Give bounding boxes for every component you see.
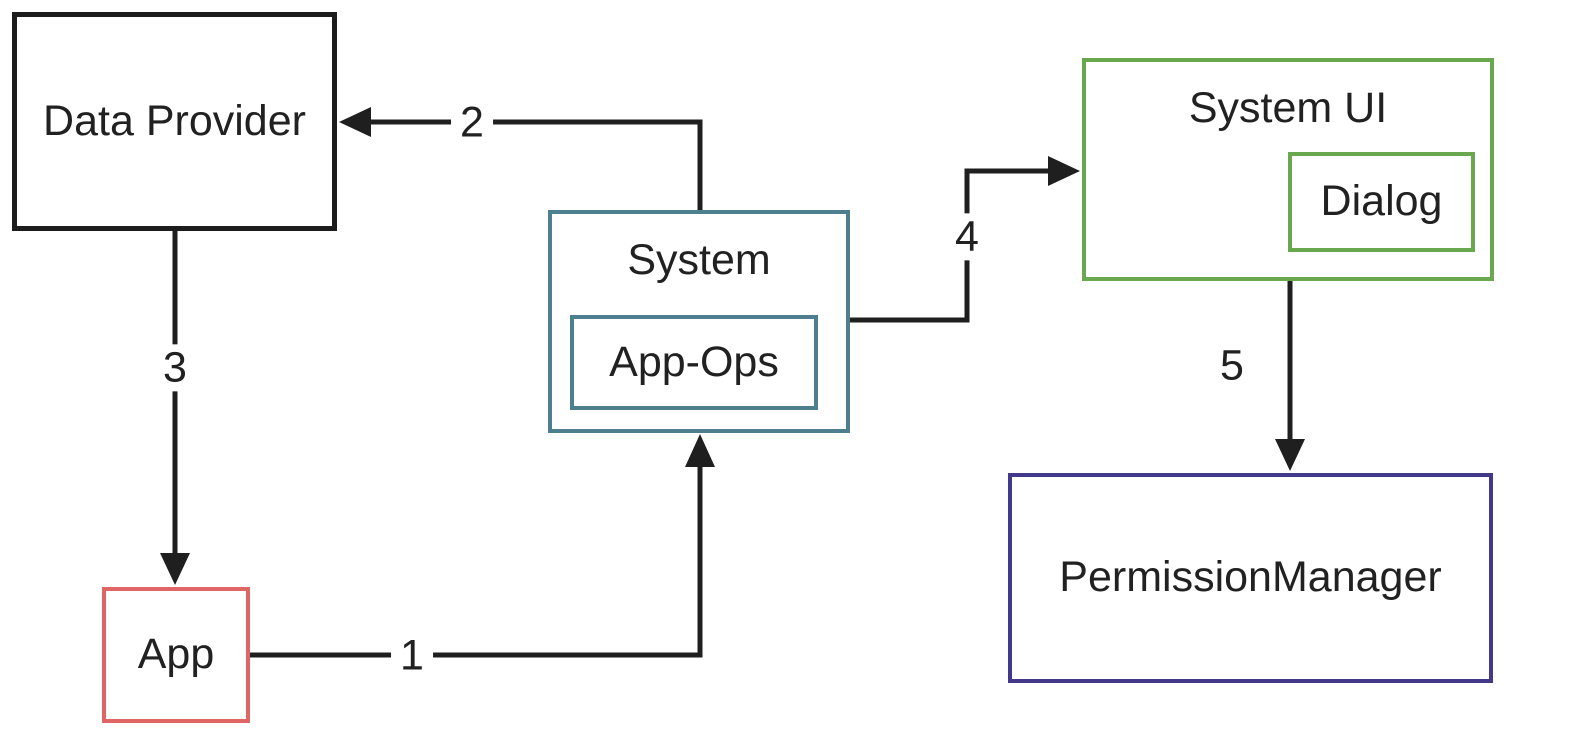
arrow-4-label: 4 bbox=[946, 213, 988, 261]
arrow-3-label: 3 bbox=[154, 344, 196, 392]
arrow-5-head-icon bbox=[1275, 439, 1305, 471]
arrow-2-head-icon bbox=[339, 107, 371, 137]
dialog-label: Dialog bbox=[1320, 177, 1443, 226]
permission-manager-label: PermissionManager bbox=[1059, 553, 1442, 602]
system-label: System bbox=[627, 236, 771, 284]
data-provider-label: Data Provider bbox=[43, 96, 306, 145]
app-node: App bbox=[102, 587, 250, 723]
system-ui-node: System UI Dialog bbox=[1082, 58, 1494, 281]
arrow-5-label: 5 bbox=[1211, 342, 1253, 390]
arrow-2-line bbox=[362, 119, 703, 212]
app-ops-label: App-Ops bbox=[609, 337, 779, 386]
arrow-2-label: 2 bbox=[451, 99, 493, 147]
arrow-1-line bbox=[248, 455, 703, 658]
permission-manager-node: PermissionManager bbox=[1008, 473, 1493, 683]
data-provider-node: Data Provider bbox=[12, 12, 337, 231]
system-node: System App-Ops bbox=[548, 210, 850, 433]
app-ops-node: App-Ops bbox=[570, 315, 818, 410]
arrow-4-head-icon bbox=[1048, 156, 1080, 186]
arrow-3-head-icon bbox=[160, 553, 190, 585]
dialog-node: Dialog bbox=[1288, 152, 1475, 252]
app-label: App bbox=[137, 630, 215, 679]
arrow-1-label: 1 bbox=[391, 632, 433, 680]
system-ui-label: System UI bbox=[1188, 84, 1388, 132]
arrow-1-head-icon bbox=[685, 434, 715, 467]
